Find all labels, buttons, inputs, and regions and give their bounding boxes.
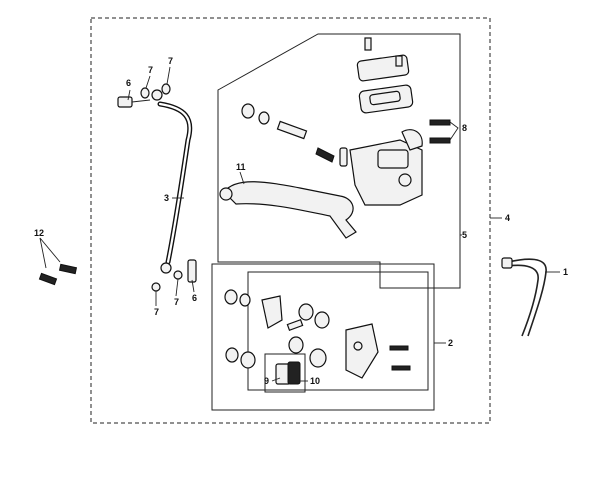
brake-hose	[151, 89, 193, 274]
caliper-bracket	[261, 295, 283, 329]
callout-10: 10	[310, 376, 320, 386]
brake-pads	[275, 361, 301, 385]
callout-2: 2	[448, 338, 453, 348]
brake-lever	[219, 181, 357, 239]
banjo-bolt-top	[117, 96, 151, 108]
callout-12: 12	[34, 228, 44, 238]
callout-1: 1	[563, 267, 568, 277]
callout-6-top: 6	[126, 78, 131, 88]
master-cylinder-frame	[217, 33, 461, 289]
caliper-frame	[211, 263, 435, 411]
leader-12	[39, 237, 61, 269]
caliper-inner-frame	[247, 271, 429, 391]
caliper-pins	[389, 345, 411, 371]
leader-6b	[191, 279, 195, 293]
brake-switch-wire	[501, 257, 547, 337]
leader-7c	[175, 278, 179, 297]
leader-7a	[145, 75, 151, 89]
piston-kit	[241, 103, 348, 167]
leader-6a	[127, 89, 131, 101]
leader-7b	[166, 66, 171, 85]
caliper-seals	[224, 289, 256, 369]
reservoir-cap	[356, 37, 410, 82]
pistons	[286, 303, 330, 368]
callout-11: 11	[236, 162, 246, 172]
pad-frame	[264, 353, 306, 393]
master-cylinder-body	[349, 139, 423, 206]
callout-7-top-right: 7	[168, 56, 173, 66]
callout-9: 9	[264, 376, 269, 386]
washer-top-2	[161, 83, 171, 95]
callout-6-bottom: 6	[192, 293, 197, 303]
lever-clamp	[401, 129, 423, 151]
assembly-frame	[90, 17, 491, 424]
washer-bottom-2	[151, 282, 161, 292]
diaphragm	[358, 84, 414, 114]
washer-top-1	[140, 87, 150, 99]
washer-bottom-1	[173, 270, 183, 280]
callout-8: 8	[462, 123, 467, 133]
clamp-bolts	[429, 119, 451, 144]
leader-11	[239, 171, 245, 185]
callout-3: 3	[164, 193, 169, 203]
callout-4: 4	[505, 213, 510, 223]
caliper-body	[345, 323, 379, 379]
callout-7-top-left: 7	[148, 65, 153, 75]
caliper-mount-bolts	[38, 263, 78, 286]
banjo-bolt-bottom	[187, 259, 197, 283]
callout-5: 5	[462, 230, 467, 240]
leader-8	[449, 121, 459, 141]
leader-9	[271, 377, 281, 382]
callout-7-bottom-right: 7	[174, 297, 179, 307]
callout-7-bottom-left: 7	[154, 307, 159, 317]
